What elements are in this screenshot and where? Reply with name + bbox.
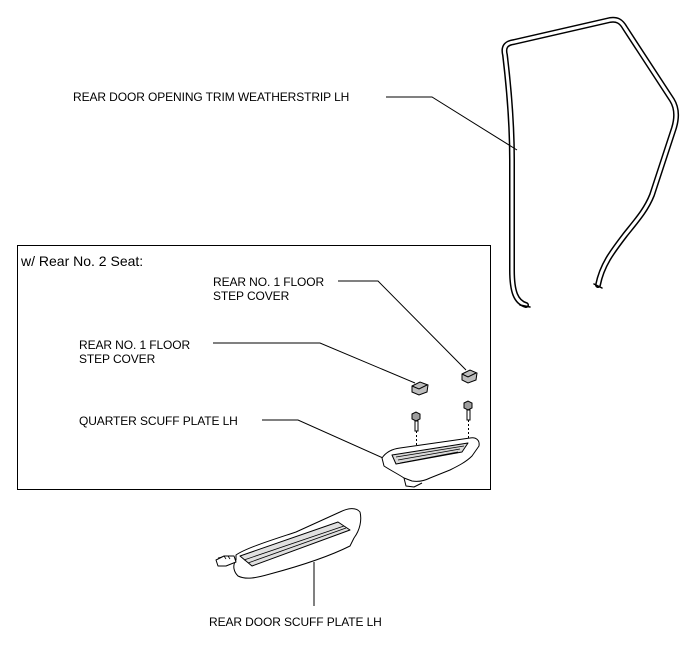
step-cover-clip-right xyxy=(461,369,478,384)
label-weatherstrip: REAR DOOR OPENING TRIM WEATHERSTRIP LH xyxy=(73,90,349,104)
label-door-scuff: REAR DOOR SCUFF PLATE LH xyxy=(209,615,382,629)
variant-box xyxy=(17,245,491,490)
bolt-right xyxy=(463,400,473,442)
label-quarter-scuff-text: QUARTER SCUFF PLATE LH xyxy=(79,414,238,428)
leader-step-cover-left xyxy=(213,342,416,384)
leader-weatherstrip xyxy=(386,96,518,151)
label-step-cover-right: REAR NO. 1 FLOOR STEP COVER xyxy=(213,275,324,303)
leader-quarter-scuff xyxy=(262,419,384,459)
leader-step-cover-right xyxy=(338,280,467,371)
label-step-cover-right-line2: STEP COVER xyxy=(213,289,290,303)
label-quarter-scuff: QUARTER SCUFF PLATE LH xyxy=(79,414,238,428)
label-step-cover-left-line2: STEP COVER xyxy=(79,352,156,366)
door-scuff-plate-part xyxy=(215,508,362,579)
label-step-cover-left-line1: REAR NO. 1 FLOOR xyxy=(79,338,191,352)
label-step-cover-right-line1: REAR NO. 1 FLOOR xyxy=(213,275,325,289)
label-weatherstrip-text: REAR DOOR OPENING TRIM WEATHERSTRIP LH xyxy=(73,90,350,104)
weatherstrip-part xyxy=(501,16,680,308)
quarter-scuff-plate-part xyxy=(381,437,480,488)
label-door-scuff-text: REAR DOOR SCUFF PLATE LH xyxy=(209,615,382,629)
label-step-cover-left: REAR NO. 1 FLOOR STEP COVER xyxy=(79,338,190,366)
variant-title: w/ Rear No. 2 Seat: xyxy=(21,253,144,269)
step-cover-clip-left xyxy=(411,381,429,396)
